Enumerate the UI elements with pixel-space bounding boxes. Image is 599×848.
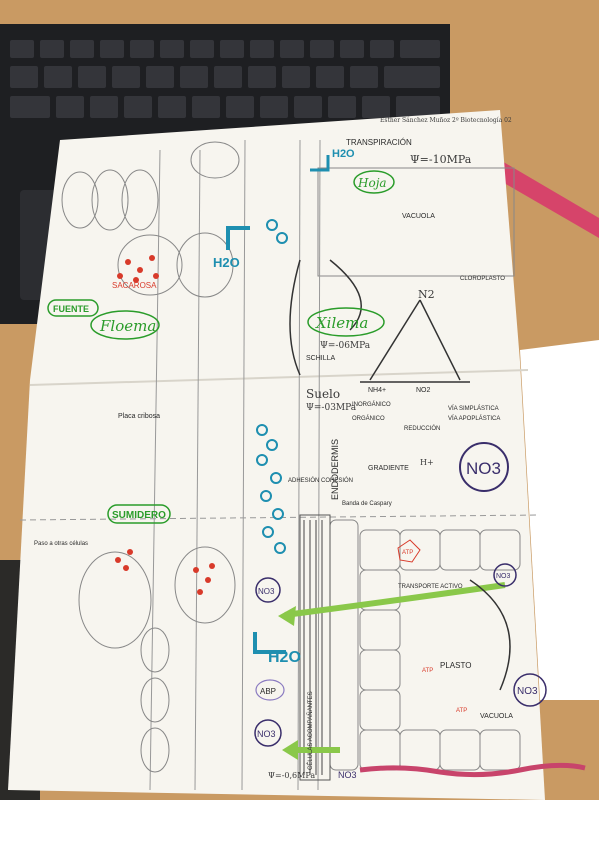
paper-sheet-right [520, 340, 599, 700]
label-celulas: CÉLULAS ACOMPAÑANTES [307, 691, 314, 770]
no3-circle-c [513, 673, 547, 707]
curved-arrows [289, 259, 511, 691]
label-h2o-1: H2O [213, 255, 240, 270]
water-molecules [256, 219, 288, 554]
label-suelo: Suelo [306, 387, 340, 401]
label-banda: Banda de Caspary [342, 501, 392, 507]
label-inorganico: INORGÁNICO [352, 401, 391, 408]
blue-arrow-leaf [310, 155, 330, 172]
label-transpiracion: TRANSPIRACIÓN [346, 138, 412, 147]
root-cells [329, 519, 521, 771]
hoja-oval [353, 170, 395, 194]
label-nh4: NH4+ [368, 387, 386, 394]
blue-arrow-bottom [253, 632, 286, 654]
label-schilla: SCHILLA [306, 355, 336, 362]
label-atp-b: ATP [422, 668, 433, 674]
paper-sheet [8, 110, 545, 800]
label-abp: ABP [260, 687, 276, 696]
label-atp-c: ATP [456, 708, 467, 714]
endodermis-band [299, 514, 331, 781]
vessel-lines [19, 139, 541, 791]
label-no2: NO2 [416, 387, 431, 394]
label-endodermis: ENDODERMIS [330, 439, 340, 500]
label-xilema: Xilema [315, 314, 368, 332]
label-adhesion: ADHESIÓN COHESIÓN [288, 477, 353, 484]
no3-circle-a [255, 577, 281, 603]
xilema-oval [307, 307, 385, 337]
label-vacuola-bottom: VACUOLA [480, 713, 513, 720]
label-transporte-activo: TRANSPORTE ACTIVO [398, 584, 463, 590]
label-plasto: PLASTO [440, 661, 471, 670]
leaf-cells [61, 141, 240, 296]
label-floema: Floema [99, 317, 156, 335]
sumidero-box [107, 504, 171, 524]
atp-burst-a [397, 539, 421, 563]
root-hair [359, 762, 586, 778]
sucrose-dots [115, 255, 215, 595]
label-no3-d: NO3 [496, 573, 511, 580]
label-paso-celulas: Paso a otras células [34, 541, 88, 547]
green-arrow-head [278, 606, 296, 626]
label-no3-b: NO3 [257, 729, 276, 739]
label-psi-hoja: Ψ=-10MPa [410, 153, 472, 166]
label-no3-e: NO3 [338, 770, 357, 780]
label-n2: N2 [418, 288, 435, 301]
label-via-apoplasto: VÍA APOPLÁSTICA [448, 415, 500, 422]
green-arrow-head-2 [282, 740, 298, 760]
sieve-cells [78, 232, 236, 773]
label-hoja: Hoja [357, 176, 387, 190]
label-psi-xilema: Ψ=-06MPa [320, 341, 371, 351]
label-psi-suelo: Ψ=-03MPa [306, 403, 357, 413]
label-h2o-2: H2O [268, 649, 301, 666]
label-cloroplasto: CLOROPLASTO [460, 276, 505, 282]
label-no3-big: NO3 [466, 459, 501, 478]
label-placa-cribosa: Placa cribosa [118, 413, 160, 420]
label-fuente: FUENTE [53, 304, 89, 314]
fuente-box [47, 299, 99, 317]
label-psi-bottom: Ψ=-0,6MPa [268, 771, 315, 780]
endodermis-stripes [303, 520, 323, 775]
label-no3-c: NO3 [517, 686, 538, 697]
label-via-simplasto: VÍA SIMPLÁSTICA [448, 405, 499, 412]
desk-bottom [0, 800, 599, 848]
abp-oval [255, 679, 285, 701]
paper-fold [29, 369, 529, 386]
label-vacuola-top: VACUOLA [402, 213, 435, 220]
label-sacarosa: SACAROSA [112, 281, 157, 290]
no3-circle-b [254, 719, 282, 747]
label-hplus: H+ [420, 458, 434, 467]
label-organico: ORGÁNICO [352, 415, 385, 422]
no3-circle-d [493, 563, 517, 587]
blue-arrow-top [226, 226, 250, 250]
label-no3-a: NO3 [258, 587, 275, 596]
label-reduccion: REDUCCIÓN [404, 425, 440, 432]
green-arrow-nitrate [284, 582, 506, 618]
label-h2o-3: H2O [332, 148, 355, 160]
label-header-name: Esther Sánchez Muñoz 2º Biotecnología 02 [380, 117, 512, 124]
leaf-box [317, 167, 515, 277]
label-gradiente: GRADIENTE [368, 465, 409, 472]
label-atp-a: ATP [402, 550, 413, 556]
floema-oval [90, 310, 160, 340]
label-sumidero: SUMIDERO [112, 510, 166, 521]
no3-big-circle [459, 442, 509, 492]
